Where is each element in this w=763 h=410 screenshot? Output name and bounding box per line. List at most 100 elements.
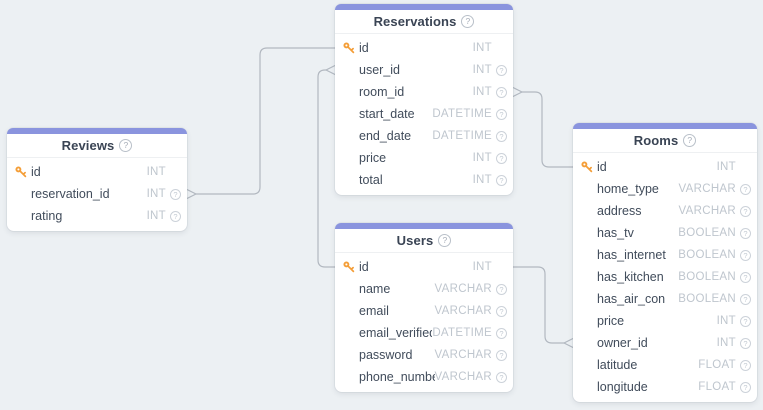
column-type: BOOLEAN xyxy=(678,293,736,305)
row-rooms-id[interactable]: id INT xyxy=(573,156,757,178)
column-type: VARCHAR xyxy=(434,349,492,361)
column-name: id xyxy=(597,160,607,174)
key-slot xyxy=(343,42,359,54)
row-rooms-owner_id[interactable]: owner_id INT ? xyxy=(573,332,757,354)
column-type: BOOLEAN xyxy=(678,227,736,239)
row-rooms-has_internet[interactable]: has_internet BOOLEAN ? xyxy=(573,244,757,266)
help-slot: ? xyxy=(739,205,751,217)
table-help-icon: ? xyxy=(438,234,452,247)
help-slot: ? xyxy=(495,283,507,295)
row-users-phone_number[interactable]: phone_number VARCHAR ? xyxy=(335,366,513,388)
help-slot: ? xyxy=(495,130,507,142)
table-reservations[interactable]: Reservations ? id INT user_id INT ? room… xyxy=(335,4,513,195)
row-reservations-id[interactable]: id INT xyxy=(335,37,513,59)
column-name: start_date xyxy=(359,107,415,121)
column-help-icon: ? xyxy=(740,183,751,195)
help-slot: ? xyxy=(169,210,181,222)
row-reservations-total[interactable]: total INT ? xyxy=(335,169,513,191)
row-rooms-address[interactable]: address VARCHAR ? xyxy=(573,200,757,222)
column-name: longitude xyxy=(597,380,648,394)
help-slot: ? xyxy=(169,188,181,200)
table-reviews[interactable]: Reviews ? id INT reservation_id INT ? ra… xyxy=(7,128,187,231)
column-name: owner_id xyxy=(597,336,648,350)
row-users-id[interactable]: id INT xyxy=(335,256,513,278)
column-type: VARCHAR xyxy=(434,283,492,295)
row-rooms-has_tv[interactable]: has_tv BOOLEAN ? xyxy=(573,222,757,244)
column-name: latitude xyxy=(597,358,638,372)
row-users-name[interactable]: name VARCHAR ? xyxy=(335,278,513,300)
column-help-icon: ? xyxy=(496,130,507,142)
table-header[interactable]: Rooms ? xyxy=(573,129,757,153)
row-reservations-start_date[interactable]: start_date DATETIME ? xyxy=(335,103,513,125)
column-type: VARCHAR xyxy=(678,205,736,217)
column-name: has_tv xyxy=(597,226,634,240)
column-name: price xyxy=(359,151,387,165)
help-slot: ? xyxy=(495,86,507,98)
table-header[interactable]: Users ? xyxy=(335,229,513,253)
column-name: home_type xyxy=(597,182,659,196)
column-help-icon: ? xyxy=(740,293,751,305)
table-rows: id INT user_id INT ? room_id INT ? start… xyxy=(335,34,513,195)
column-help-icon: ? xyxy=(740,249,751,261)
row-users-password[interactable]: password VARCHAR ? xyxy=(335,344,513,366)
column-help-icon: ? xyxy=(740,359,751,371)
row-reservations-user_id[interactable]: user_id INT ? xyxy=(335,59,513,81)
column-type: INT xyxy=(472,261,492,273)
row-users-email_verified_at[interactable]: email_verified_at DATETIME ? xyxy=(335,322,513,344)
help-slot: ? xyxy=(495,305,507,317)
column-help-icon: ? xyxy=(740,205,751,217)
row-reservations-end_date[interactable]: end_date DATETIME ? xyxy=(335,125,513,147)
column-type: INT xyxy=(146,210,166,222)
row-rooms-has_air_con[interactable]: has_air_con BOOLEAN ? xyxy=(573,288,757,310)
primary-key-icon xyxy=(581,161,593,173)
row-users-email[interactable]: email VARCHAR ? xyxy=(335,300,513,322)
column-help-icon: ? xyxy=(496,305,507,317)
table-header[interactable]: Reservations ? xyxy=(335,10,513,34)
primary-key-icon xyxy=(15,166,27,178)
help-slot: ? xyxy=(739,183,751,195)
column-type: FLOAT xyxy=(698,381,736,393)
column-type: BOOLEAN xyxy=(678,249,736,261)
column-name: has_kitchen xyxy=(597,270,664,284)
table-help-icon: ? xyxy=(119,139,133,152)
table-accent-bar xyxy=(335,223,513,229)
row-rooms-longitude[interactable]: longitude FLOAT ? xyxy=(573,376,757,398)
table-title: Users xyxy=(396,233,434,248)
row-rooms-has_kitchen[interactable]: has_kitchen BOOLEAN ? xyxy=(573,266,757,288)
help-slot: ? xyxy=(495,152,507,164)
key-slot xyxy=(581,161,597,173)
row-reviews-id[interactable]: id INT xyxy=(7,161,187,183)
row-rooms-home_type[interactable]: home_type VARCHAR ? xyxy=(573,178,757,200)
column-help-icon: ? xyxy=(496,86,507,98)
row-reservations-room_id[interactable]: room_id INT ? xyxy=(335,81,513,103)
column-help-icon: ? xyxy=(170,188,181,200)
column-type: INT xyxy=(472,42,492,54)
primary-key-icon xyxy=(343,261,355,273)
column-type: INT xyxy=(146,166,166,178)
column-help-icon: ? xyxy=(496,327,507,339)
column-type: INT xyxy=(716,337,736,349)
column-help-icon: ? xyxy=(740,315,751,327)
table-rooms[interactable]: Rooms ? id INT home_type VARCHAR ? addre… xyxy=(573,123,757,402)
table-users[interactable]: Users ? id INT name VARCHAR ? email VARC… xyxy=(335,223,513,392)
table-rows: id INT home_type VARCHAR ? address VARCH… xyxy=(573,153,757,402)
help-slot: ? xyxy=(739,249,751,261)
column-help-icon: ? xyxy=(496,174,507,186)
column-name: email_verified_at xyxy=(359,326,432,340)
help-slot: ? xyxy=(739,227,751,239)
column-name: total xyxy=(359,173,383,187)
help-slot: ? xyxy=(495,174,507,186)
column-name: rating xyxy=(31,209,63,223)
row-rooms-latitude[interactable]: latitude FLOAT ? xyxy=(573,354,757,376)
column-help-icon: ? xyxy=(740,227,751,239)
table-header[interactable]: Reviews ? xyxy=(7,134,187,158)
row-reviews-reservation_id[interactable]: reservation_id INT ? xyxy=(7,183,187,205)
row-reservations-price[interactable]: price INT ? xyxy=(335,147,513,169)
column-help-icon: ? xyxy=(496,152,507,164)
column-help-icon: ? xyxy=(496,371,507,383)
column-help-icon: ? xyxy=(496,283,507,295)
help-slot: ? xyxy=(495,371,507,383)
row-rooms-price[interactable]: price INT ? xyxy=(573,310,757,332)
row-reviews-rating[interactable]: rating INT ? xyxy=(7,205,187,227)
